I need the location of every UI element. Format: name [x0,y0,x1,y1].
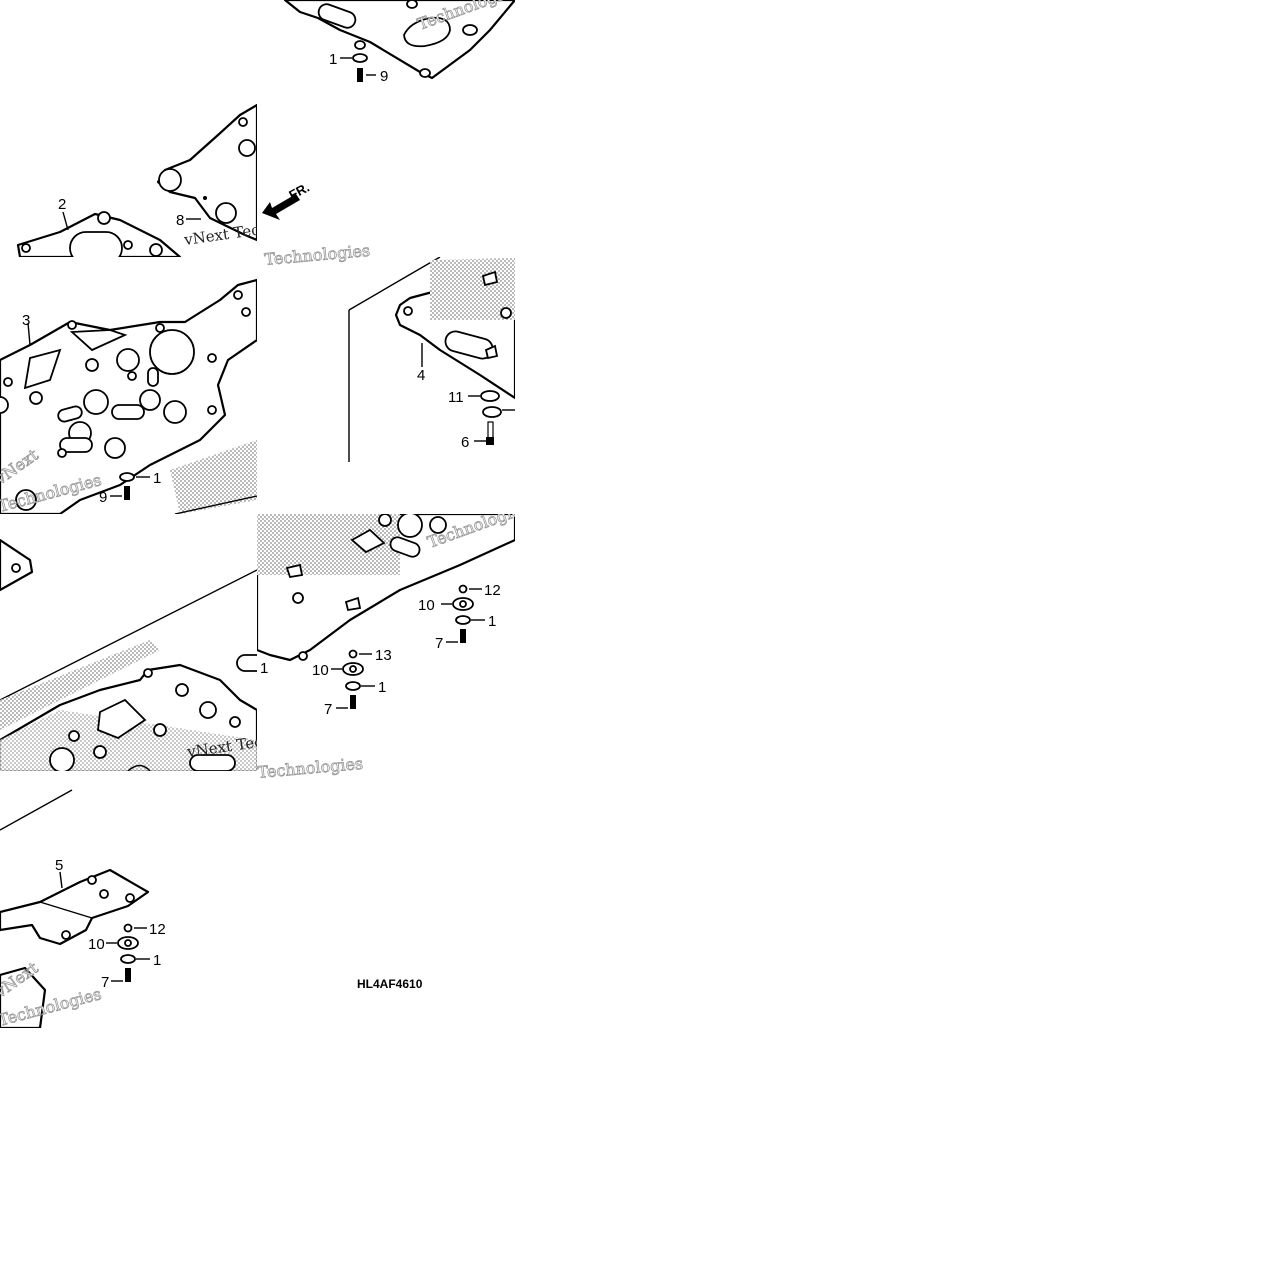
callout-9-mid: 9 [99,489,107,506]
fastener-group-c: 4 11 6 [417,343,515,451]
callout-13: 13 [375,647,392,664]
callout-10-b: 10 [312,662,329,679]
tile-top-left: 2 8 vNext Tec [16,103,261,257]
fastener-group-d: 12 10 1 7 13 10 1 7 [312,582,501,718]
fastener-group-e: 5 12 10 1 7 [55,857,166,991]
watermark-text: Technologies [257,754,364,782]
callout-7-c: 7 [101,974,109,991]
tile-bottom-left: vNext Technologies [0,789,150,1028]
callout-9-top: 9 [380,68,388,85]
front-arrow-icon: FR. [262,180,312,220]
callout-12-a: 12 [484,582,501,599]
callout-4: 4 [417,367,425,384]
fastener-group-a: 1 9 [329,51,388,85]
callout-5: 5 [55,857,63,874]
callout-7-a: 7 [435,635,443,652]
diagram-code: HL4AF4610 [357,977,423,991]
callout-12-b: 12 [149,921,166,938]
callout-3: 3 [22,312,30,329]
callout-6: 6 [461,434,469,451]
callout-1-top: 1 [329,51,337,68]
watermark-inline-top: vNext Tec [182,221,261,250]
tile-lower-right: Technologies [257,514,515,771]
callout-7-b: 7 [324,701,332,718]
callout-10-a: 10 [418,597,435,614]
callout-10-c: 10 [88,936,105,953]
fastener-group-b: 3 1 9 [22,312,161,506]
tile-lower-left: vNext Tec [0,538,257,771]
callout-1-a: 1 [488,613,496,630]
tile-mid-right [348,257,515,462]
callout-1-edge: 1 [260,660,268,677]
callout-2: 2 [58,196,66,213]
callout-1-c: 1 [153,952,161,969]
tile-mid-left: vNext Technologies [0,278,257,514]
callout-1-mid: 1 [153,470,161,487]
callout-8: 8 [176,212,184,229]
tile-top-right: Technologies [283,0,515,80]
callout-1-b: 1 [378,679,386,696]
callout-11: 11 [448,389,464,406]
watermark-text: Technologies [264,241,371,269]
